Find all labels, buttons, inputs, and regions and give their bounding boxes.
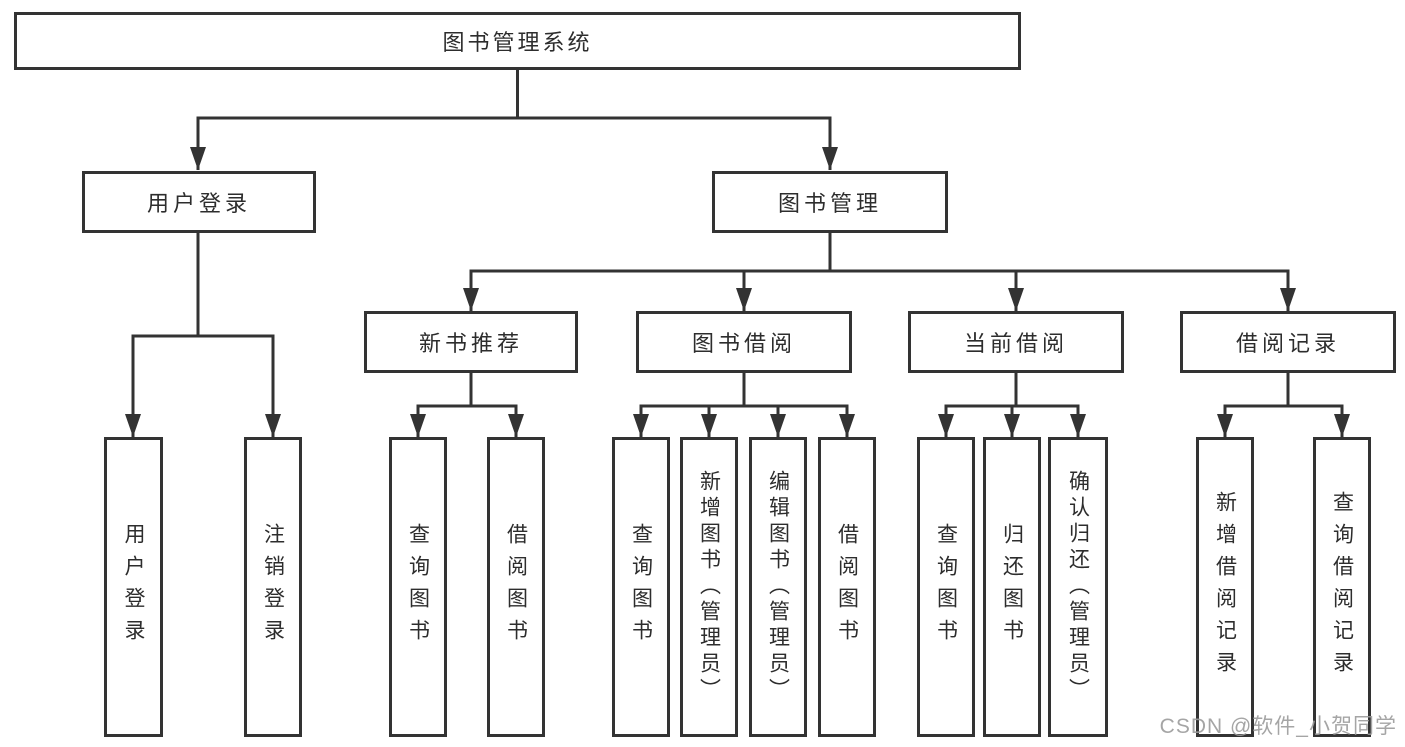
leaf-label: 查询借阅记录 — [1330, 491, 1354, 683]
arrow-down-icon — [938, 414, 954, 437]
arrow-down-icon — [265, 414, 281, 437]
arrow-down-icon — [125, 414, 141, 437]
leaf-label: 编辑图书（管理员） — [766, 470, 790, 704]
node-library-management-system: 图书管理系统 — [14, 12, 1021, 70]
node-book-borrow: 图书借阅 — [636, 311, 852, 373]
leaf-borrow-books-recommend: 借阅图书 — [487, 437, 545, 737]
node-label: 图书管理 — [777, 191, 882, 216]
leaf-label: 确认归还（管理员） — [1066, 470, 1090, 704]
node-label: 用户登录 — [146, 191, 251, 216]
arrow-down-icon — [1334, 414, 1350, 437]
leaf-query-books-borrow: 查询图书 — [612, 437, 670, 737]
arrow-down-icon — [1070, 414, 1086, 437]
leaf-user-login: 用户登录 — [104, 437, 163, 737]
leaf-query-books-current: 查询图书 — [917, 437, 975, 737]
node-label: 图书管理系统 — [442, 30, 593, 55]
arrow-down-icon — [463, 288, 479, 311]
leaf-label: 注销登录 — [261, 523, 285, 651]
arrow-down-icon — [839, 414, 855, 437]
new-book-recommend-connector — [410, 373, 524, 437]
node-label: 图书借阅 — [691, 331, 796, 356]
level1-connector — [190, 70, 838, 170]
leaf-add-book-admin: 新增图书（管理员） — [680, 437, 738, 737]
leaf-add-borrow-record: 新增借阅记录 — [1196, 437, 1254, 737]
leaf-label: 新增图书（管理员） — [697, 470, 721, 704]
leaf-logout: 注销登录 — [244, 437, 302, 737]
arrow-down-icon — [508, 414, 524, 437]
arrow-down-icon — [1280, 288, 1296, 311]
leaf-edit-book-admin: 编辑图书（管理员） — [749, 437, 807, 737]
leaf-label: 查询图书 — [629, 523, 653, 651]
arrow-down-icon — [1008, 288, 1024, 311]
leaf-label: 借阅图书 — [504, 523, 528, 651]
leaf-label: 借阅图书 — [835, 523, 859, 651]
borrow-records-connector — [1217, 373, 1350, 437]
arrow-down-icon — [633, 414, 649, 437]
user-login-connector — [125, 233, 281, 437]
node-current-borrow: 当前借阅 — [908, 311, 1124, 373]
node-label: 当前借阅 — [963, 331, 1068, 356]
arrow-down-icon — [1004, 414, 1020, 437]
book-management-connector — [463, 233, 1296, 311]
arrow-down-icon — [410, 414, 426, 437]
arrow-down-icon — [1217, 414, 1233, 437]
arrow-down-icon — [736, 288, 752, 311]
node-borrow-records: 借阅记录 — [1180, 311, 1396, 373]
arrow-down-icon — [770, 414, 786, 437]
node-user-login: 用户登录 — [82, 171, 316, 233]
leaf-label: 查询图书 — [934, 523, 958, 651]
leaf-borrow-books: 借阅图书 — [818, 437, 876, 737]
node-new-book-recommend: 新书推荐 — [364, 311, 578, 373]
current-borrow-connector — [938, 373, 1086, 437]
arrow-down-icon — [701, 414, 717, 437]
arrow-down-icon — [190, 147, 206, 170]
node-book-management: 图书管理 — [712, 171, 948, 233]
leaf-return-book: 归还图书 — [983, 437, 1041, 737]
node-label: 新书推荐 — [418, 331, 523, 356]
leaf-query-borrow-record: 查询借阅记录 — [1313, 437, 1371, 737]
leaf-label: 归还图书 — [1000, 523, 1024, 651]
leaf-confirm-return-admin: 确认归还（管理员） — [1048, 437, 1108, 737]
leaf-label: 用户登录 — [122, 523, 145, 651]
csdn-watermark: CSDN @软件_小贺同学 — [1159, 715, 1397, 738]
leaf-query-books-recommend: 查询图书 — [389, 437, 447, 737]
arrow-down-icon — [822, 147, 838, 170]
book-borrow-connector — [633, 373, 855, 437]
leaf-label: 查询图书 — [406, 523, 430, 651]
node-label: 借阅记录 — [1235, 331, 1340, 356]
leaf-label: 新增借阅记录 — [1213, 491, 1237, 683]
